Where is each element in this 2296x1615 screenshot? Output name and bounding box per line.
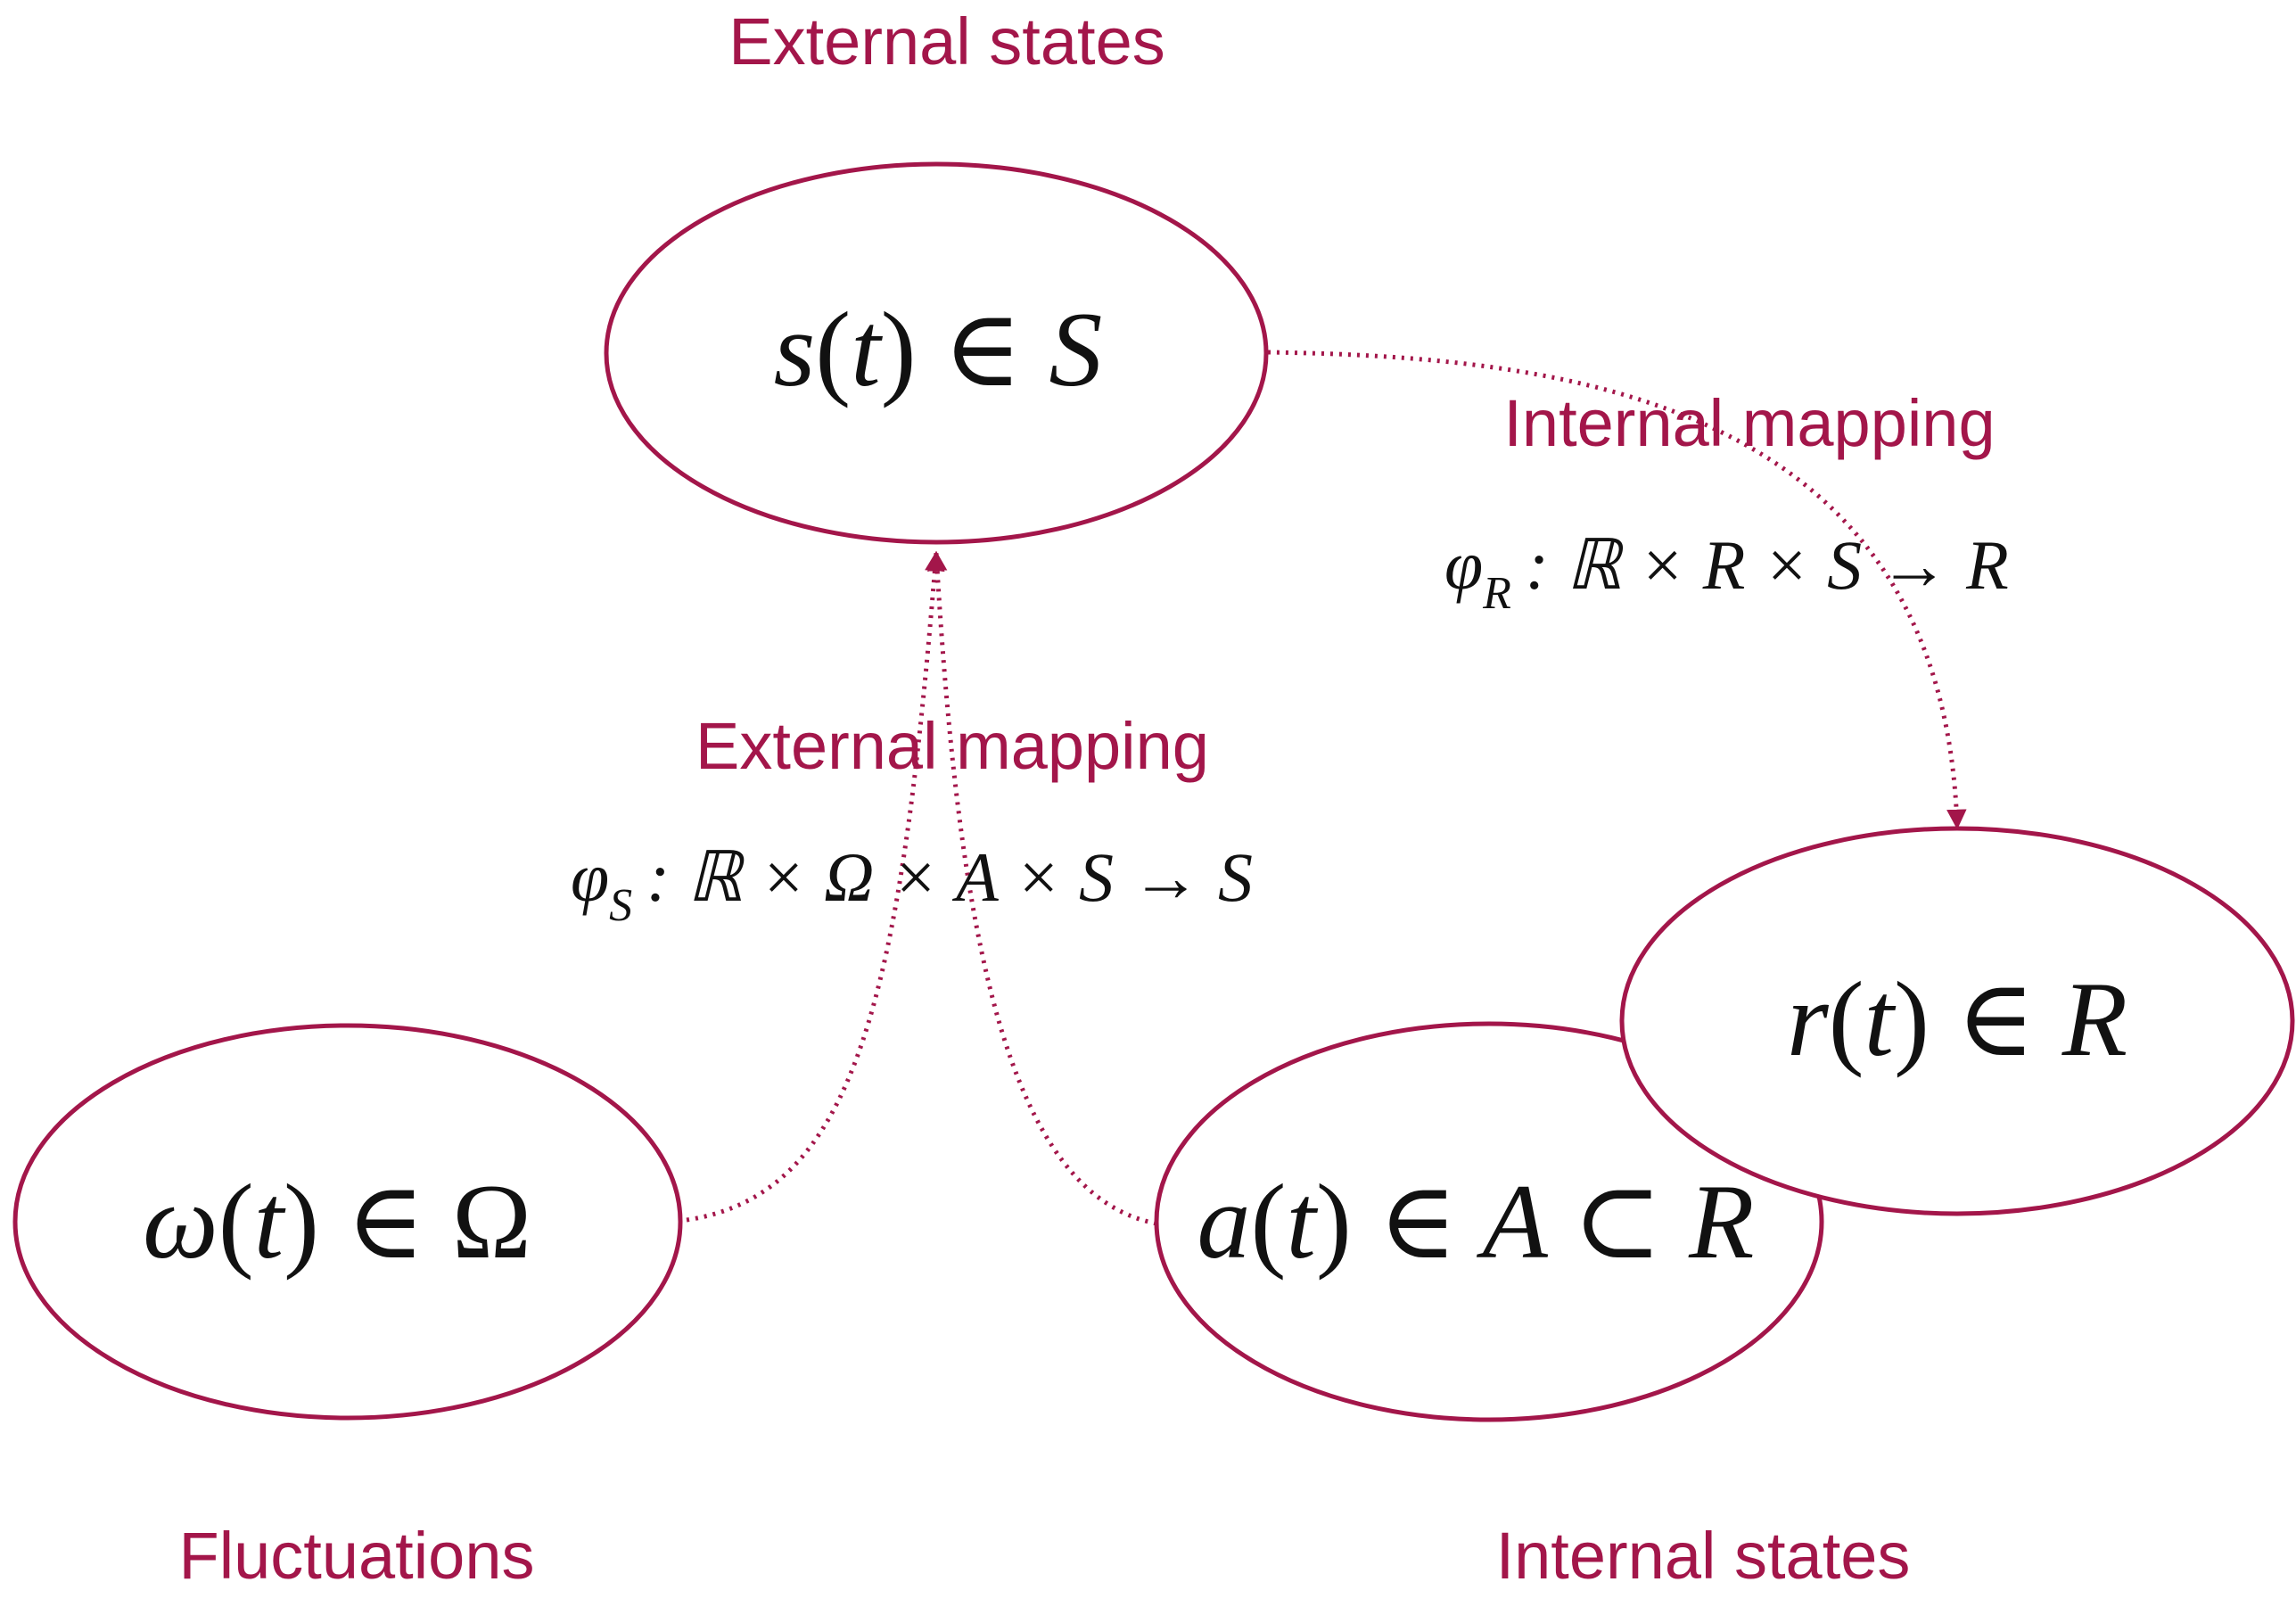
fluctuation-var: ω: [143, 1162, 218, 1281]
action-arg: t: [1286, 1162, 1318, 1281]
internal-r-set: R: [2061, 960, 2127, 1078]
internal-r-arg: t: [1864, 960, 1897, 1078]
external-states-node: [604, 161, 1269, 545]
fluctuation-arg: t: [254, 1162, 286, 1281]
external-map-signature: : ℝ × Ω × A × S → S: [646, 838, 1253, 916]
external-mapping-formula: φS : ℝ × Ω × A × S → S: [571, 838, 1253, 931]
external-state-set: S: [1049, 290, 1102, 408]
internal-map-signature: : ℝ × R × S → R: [1526, 526, 2009, 604]
action-rel: ∈: [1378, 1162, 1458, 1281]
internal-map-symbol: φ: [1444, 526, 1483, 604]
external-state-rel: ∈: [943, 290, 1023, 408]
internal-r-rel: ∈: [1956, 960, 2036, 1078]
external-mapping-arrow-from-actions: [926, 550, 1157, 1226]
fluctuation-rel: ∈: [346, 1162, 425, 1281]
internal-states-caption: Internal states: [1496, 1519, 1911, 1593]
action-formula: a(t) ∈ A ⊂ R: [1197, 1162, 1755, 1281]
internal-mapping-formula: φR : ℝ × R × S → R: [1444, 526, 2009, 619]
fluctuations-caption: Fluctuations: [179, 1519, 535, 1593]
internal-r-var: r: [1787, 960, 1830, 1078]
internal-map-subscript: R: [1482, 568, 1511, 619]
action-var: a: [1197, 1162, 1251, 1281]
external-map-subscript: S: [609, 880, 632, 931]
action-rel2: ⊂: [1573, 1162, 1663, 1281]
external-mapping-arrow-from-fluctuations: [686, 550, 945, 1223]
external-state-var: s: [774, 290, 816, 408]
internal-mapping-label: Internal mapping: [1503, 386, 1995, 460]
internal-r-formula: r(t) ∈ R: [1787, 960, 2127, 1078]
action-set: A: [1476, 1162, 1548, 1281]
fluctuation-set: Ω: [452, 1162, 531, 1281]
action-set2: R: [1688, 1162, 1754, 1281]
fluctuation-formula: ω(t) ∈ Ω: [143, 1162, 531, 1281]
external-mapping-label: External mapping: [695, 709, 1209, 783]
external-state-arg: t: [851, 290, 883, 408]
external-map-symbol: φ: [571, 838, 609, 916]
external-states-caption: External states: [728, 4, 1164, 78]
fluctuations-node: [12, 1023, 683, 1421]
external-state-formula: s(t) ∈ S: [774, 290, 1103, 408]
